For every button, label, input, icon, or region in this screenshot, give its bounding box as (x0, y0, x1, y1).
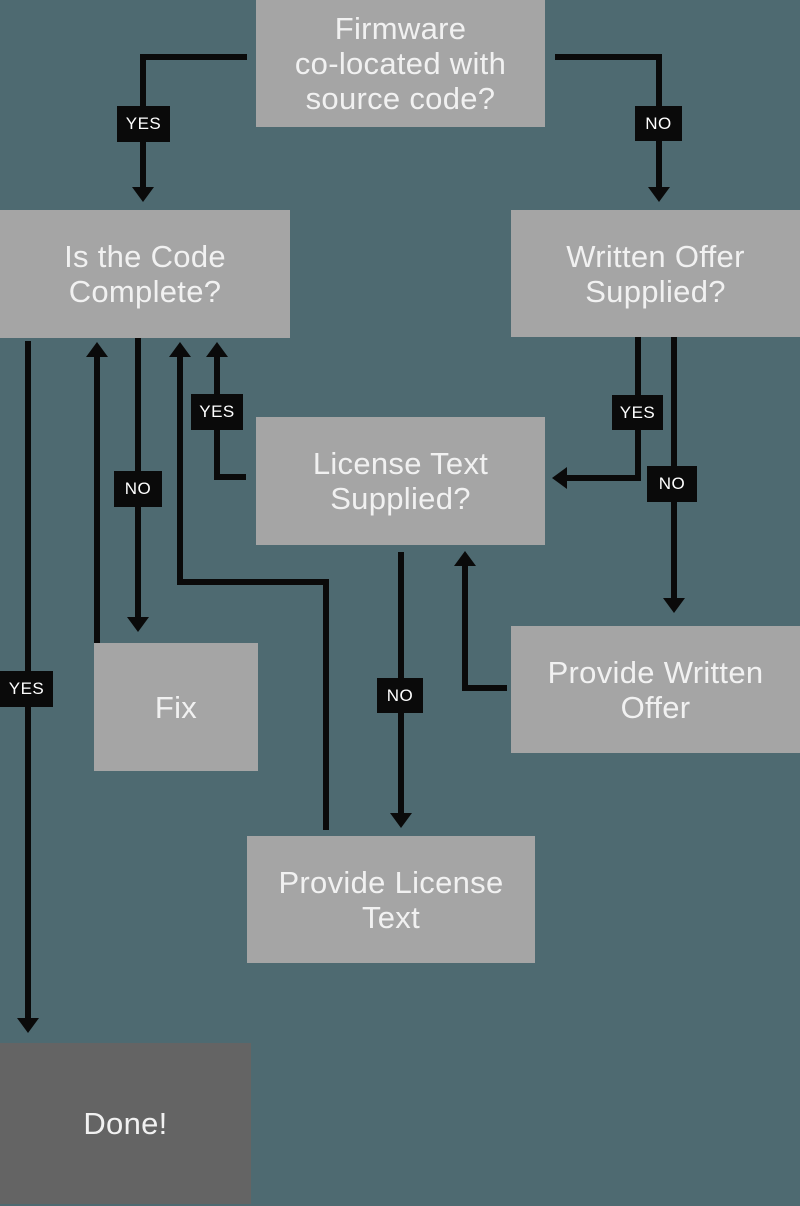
node-firmware-colocated: Firmware co-located with source code? (256, 0, 545, 127)
arrowhead-plt-into-code-complete (169, 342, 191, 357)
arrowhead-license-into-code-complete (206, 342, 228, 357)
edge-plt-return-vertical-left (177, 357, 183, 585)
edge-firmware-yes-horizontal (140, 54, 247, 60)
edge-license-yes-horizontal (214, 474, 246, 480)
edge-label-no-written-offer: NO (647, 466, 697, 502)
arrowhead-into-fix (127, 617, 149, 632)
arrowhead-into-done (17, 1018, 39, 1033)
edge-written-yes-horizontal (567, 475, 641, 481)
edge-pwo-return-horizontal (462, 685, 507, 691)
edge-fix-return-vertical (94, 357, 100, 643)
arrowhead-into-license-text (552, 467, 567, 489)
edge-firmware-no-horizontal (555, 54, 662, 60)
node-is-code-complete: Is the Code Complete? (0, 210, 290, 338)
arrowhead-fix-into-code-complete (86, 342, 108, 357)
node-fix: Fix (94, 643, 258, 771)
node-provide-written-offer: Provide Written Offer (511, 626, 800, 753)
edge-label-yes-written-offer: YES (612, 395, 663, 430)
edge-label-yes-license-text: YES (191, 394, 243, 430)
node-license-text-supplied: License Text Supplied? (256, 417, 545, 545)
edge-label-yes-done: YES (0, 671, 53, 707)
edge-plt-return-vertical-right (323, 579, 329, 830)
edge-label-no-firmware: NO (635, 106, 682, 141)
node-done: Done! (0, 1043, 251, 1204)
arrowhead-into-provide-written-offer (663, 598, 685, 613)
arrowhead-into-code-complete (132, 187, 154, 202)
arrowhead-pwo-into-license-text (454, 551, 476, 566)
edge-pwo-return-vertical (462, 566, 468, 691)
arrowhead-into-written-offer (648, 187, 670, 202)
edge-plt-return-horizontal (177, 579, 329, 585)
edge-label-yes-firmware: YES (117, 106, 170, 142)
edge-label-no-license-text: NO (377, 678, 423, 713)
node-written-offer-supplied: Written Offer Supplied? (511, 210, 800, 337)
node-provide-license-text: Provide License Text (247, 836, 535, 963)
arrowhead-into-provide-license-text (390, 813, 412, 828)
edge-label-no-code-complete: NO (114, 471, 162, 507)
